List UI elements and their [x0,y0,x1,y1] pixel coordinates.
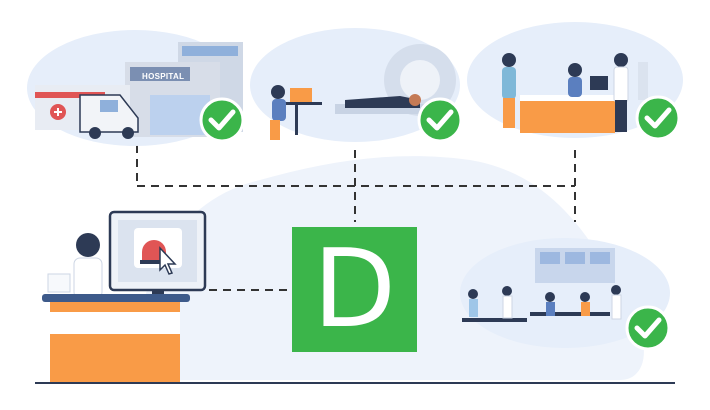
receptionist [568,63,582,77]
laptop [290,88,312,102]
hospital-sign [130,67,190,81]
check-circle-icon [417,97,463,143]
scene-laboratory [460,238,670,348]
scene-reception [467,22,683,138]
scene-terminal-desk [42,210,207,382]
check-circle-icon [635,95,681,141]
connector-lines [136,145,576,291]
technician [271,85,285,99]
scene-mri [250,28,460,142]
desk-top [42,294,190,302]
water-cooler [638,62,648,100]
reception-desk [520,95,615,133]
check-circle-icon [625,305,671,351]
cursor-icon [159,246,177,275]
hospital-sign-text: HOSPITAL [142,72,185,81]
nurse [502,53,516,67]
check-circle-icon [199,97,245,143]
doctor [614,53,628,67]
receptionist-avatar [76,233,100,257]
brand-logo-d: D [292,227,417,352]
patient [345,96,420,108]
ambulance [79,94,139,133]
